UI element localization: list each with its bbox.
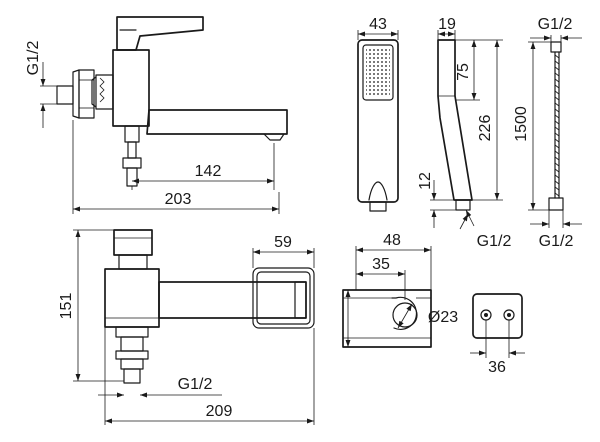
holder-diameter-label: Ø23 [428, 309, 458, 326]
wall-plate-width-label: 36 [488, 359, 506, 376]
hose-thread-top-label: G1/2 [538, 16, 573, 33]
faucet-width-label: 209 [206, 403, 233, 420]
handle-width-label: 19 [438, 16, 456, 33]
shower-holder: 48 35 Ø23 [342, 232, 458, 348]
holder-width-label: 48 [383, 232, 401, 249]
hose-thread-bottom-label: G1/2 [539, 233, 574, 250]
hose-length-label: 1500 [513, 106, 530, 142]
bracket-width-label: 59 [274, 234, 292, 251]
holder-offset-label: 35 [372, 256, 390, 273]
wall-plate: 36 [470, 293, 525, 376]
faucet-top-thread-label: G1/2 [178, 376, 213, 393]
faucet-side-thread-label: G1/2 [25, 41, 42, 76]
faucet-height-label: 151 [58, 293, 75, 320]
hand-shower-front: 43 [357, 16, 399, 212]
hose: G1/2 1500 G1/2 [513, 16, 582, 250]
tip-label: 12 [417, 172, 434, 190]
hand-shower-side: 19 75 226 12 G1/2 [417, 16, 511, 250]
faucet-side-view: G1/2 142 203 [25, 16, 288, 214]
upper-length-label: 75 [455, 63, 472, 81]
faucet-top-view: 151 G1/2 209 59 [58, 229, 315, 425]
faucet-depth-label: 203 [165, 191, 192, 208]
spout-reach-label: 142 [195, 163, 222, 180]
shower-length-label: 226 [477, 115, 494, 142]
shower-thread-label: G1/2 [477, 233, 512, 250]
head-width-label: 43 [369, 16, 387, 33]
